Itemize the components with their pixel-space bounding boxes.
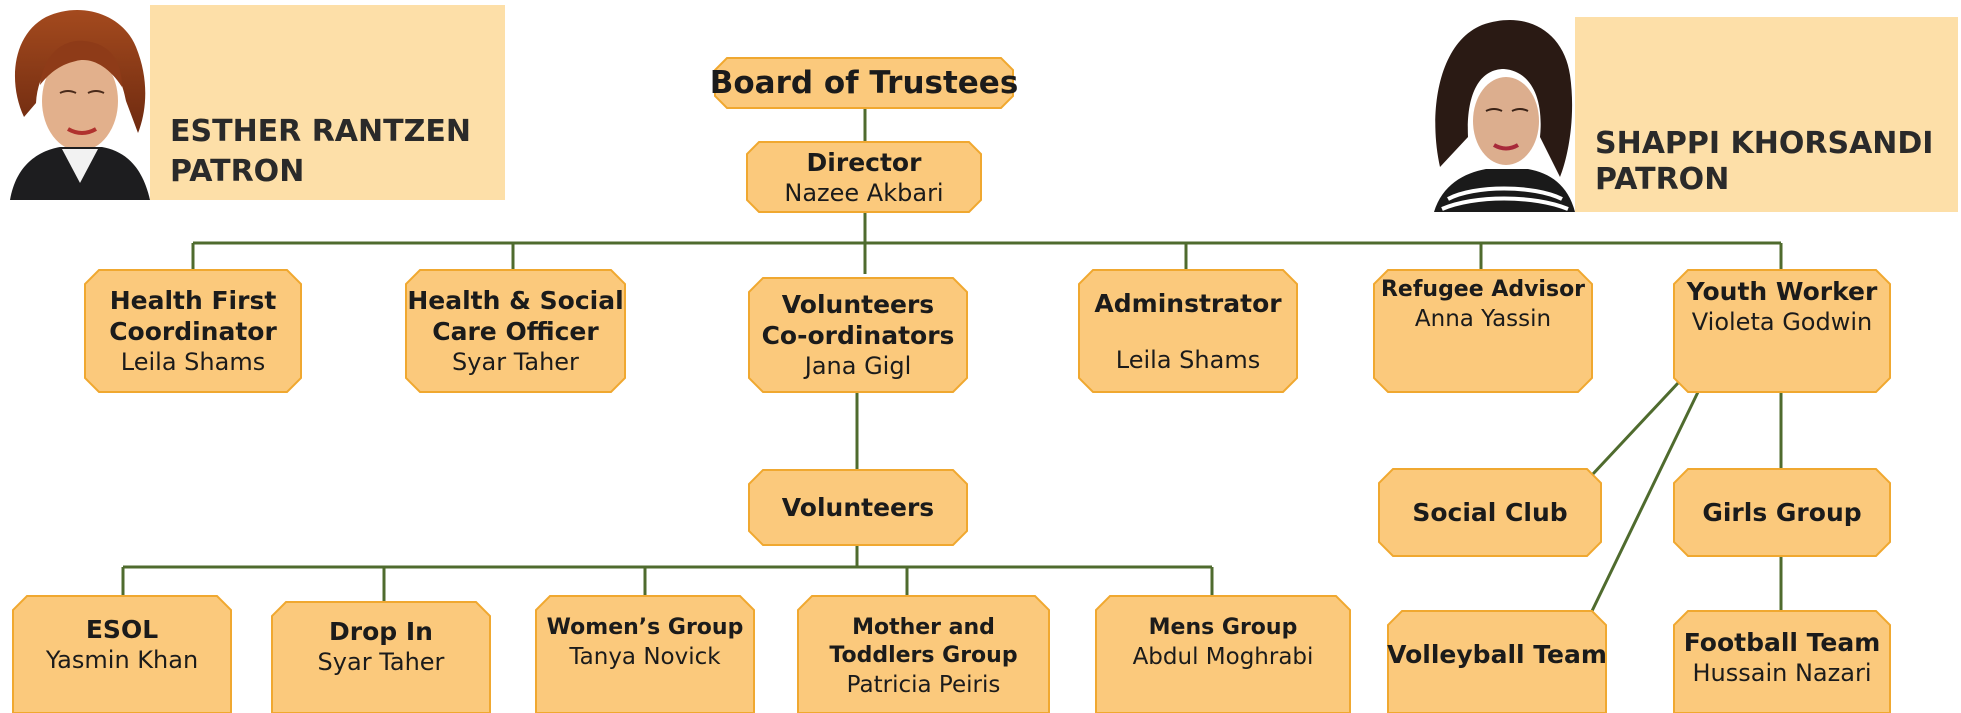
group-name: Patricia Peiris <box>846 672 1001 698</box>
staff-node-6: Youth Worker Violeta Godwin <box>1674 270 1890 392</box>
group-node-5: Mens Group Abdul Moghrabi <box>1096 596 1350 713</box>
patron-role-1: PATRON <box>170 154 305 189</box>
staff-title: Adminstrator <box>1094 288 1282 318</box>
director-node: Director Nazee Akbari <box>747 142 981 212</box>
youth-box-3 <box>1387 610 1607 713</box>
staff-name: Jana Gigl <box>804 352 912 380</box>
youth-node-3: Volleyball Team <box>1387 611 1607 713</box>
group-node-1: ESOL Yasmin Khan <box>13 596 231 713</box>
group-title-line2: Toddlers Group <box>829 643 1018 668</box>
group-name: Abdul Moghrabi <box>1132 644 1314 670</box>
youth-title: Social Club <box>1412 498 1568 527</box>
youth-node-2: Girls Group <box>1674 469 1890 556</box>
director-box <box>746 141 982 213</box>
volunteers-node: Volunteers <box>749 470 967 545</box>
staff-name: Violeta Godwin <box>1691 308 1873 336</box>
staff-name: Leila Shams <box>1115 345 1261 374</box>
youth-box-4 <box>1673 610 1891 713</box>
staff-title: Refugee Advisor <box>1380 277 1586 302</box>
group-node-4: Mother and Toddlers Group Patricia Peiri… <box>798 596 1049 713</box>
patron-name-1: ESTHER RANTZEN <box>170 114 471 149</box>
patron-card-2: SHAPPI KHORSANDI PATRON <box>1434 17 1958 212</box>
board-title: Board of Trustees <box>709 65 1019 101</box>
group-title: Mens Group <box>1148 615 1298 640</box>
staff-box-5 <box>1373 269 1593 393</box>
group-title: ESOL <box>85 615 159 644</box>
staff-name: Leila Shams <box>120 348 266 376</box>
youth-title: Football Team <box>1683 628 1881 657</box>
patron-photo-1 <box>10 5 150 200</box>
staff-node-3: Volunteers Co-ordinators Jana Gigl <box>749 278 967 392</box>
patron-card-1: ESTHER RANTZEN PATRON <box>10 5 505 200</box>
group-title: Drop In <box>329 617 433 646</box>
group-box-5 <box>1095 595 1351 713</box>
connector-lines <box>121 108 1783 612</box>
group-box-3 <box>535 595 755 713</box>
board-node: Board of Trustees <box>710 58 1019 108</box>
staff-box-3 <box>748 277 968 393</box>
staff-box-2 <box>405 269 626 393</box>
staff-node-4: Adminstrator Leila Shams <box>1079 270 1297 392</box>
staff-node-1: Health First Coordinator Leila Shams <box>85 270 301 392</box>
staff-title: Health First <box>109 286 277 315</box>
staff-title-line2: Coordinator <box>109 317 277 346</box>
staff-box-1 <box>84 269 302 393</box>
group-title: Women’s Group <box>546 615 744 640</box>
group-name: Syar Taher <box>317 648 445 676</box>
board-box <box>714 57 1014 109</box>
staff-box-4 <box>1078 269 1298 393</box>
volunteers-title: Volunteers <box>781 493 935 522</box>
director-title: Director <box>806 147 922 177</box>
youth-title: Girls Group <box>1702 498 1862 527</box>
group-box-4 <box>797 595 1050 713</box>
group-node-3: Women’s Group Tanya Novick <box>536 596 754 713</box>
staff-title-line2: Co-ordinators <box>761 321 955 350</box>
youth-node-4: Football Team Hussain Nazari <box>1674 611 1890 713</box>
staff-title: Health & Social <box>407 286 624 315</box>
volunteers-box <box>748 469 968 546</box>
group-node-2: Drop In Syar Taher <box>272 602 490 713</box>
staff-node-2: Health & Social Care Officer Syar Taher <box>406 270 625 392</box>
staff-title: Volunteers <box>781 290 935 319</box>
group-box-2 <box>271 601 491 713</box>
director-name: Nazee Akbari <box>784 178 944 207</box>
youth-box-1 <box>1378 468 1602 557</box>
staff-name: Syar Taher <box>452 348 579 376</box>
staff-node-5: Refugee Advisor Anna Yassin <box>1374 270 1592 392</box>
group-box-1 <box>12 595 232 713</box>
staff-name: Anna Yassin <box>1414 306 1552 332</box>
staff-title: Youth Worker <box>1686 277 1878 306</box>
group-name: Tanya Novick <box>569 644 721 670</box>
patron-photo-2 <box>1434 17 1575 212</box>
patron-name-2: SHAPPI KHORSANDI <box>1595 126 1934 161</box>
staff-title-line2: Care Officer <box>432 317 599 346</box>
youth-title: Volleyball Team <box>1387 640 1607 669</box>
staff-box-6 <box>1673 269 1891 393</box>
node-boxes <box>12 57 1891 713</box>
youth-name: Hussain Nazari <box>1692 659 1872 687</box>
youth-box-2 <box>1673 468 1891 557</box>
youth-node-1: Social Club <box>1379 469 1601 556</box>
group-title: Mother and <box>852 615 995 640</box>
patron-role-2: PATRON <box>1595 162 1730 197</box>
group-name: Yasmin Khan <box>45 646 199 674</box>
